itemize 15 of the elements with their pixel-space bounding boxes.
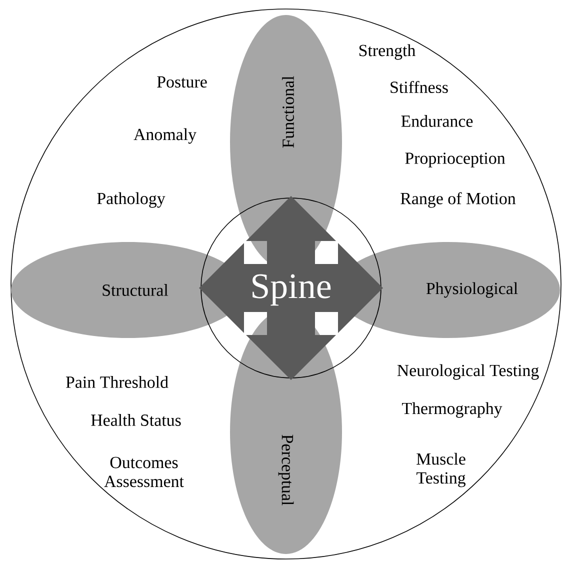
label-text: Pathology xyxy=(97,192,166,208)
label-text: Health Status xyxy=(91,414,181,426)
label-text: Strength xyxy=(359,44,416,60)
label-text: Thermography xyxy=(402,402,502,418)
label-text: Posture xyxy=(157,76,207,88)
label-text: Neurological Testing xyxy=(397,364,539,380)
label-text: Proprioception xyxy=(405,152,506,168)
outer-circle xyxy=(10,8,562,560)
label-text: Outcomes Assessment xyxy=(104,456,184,488)
label-text: Pain Threshold xyxy=(66,376,168,388)
label-text: Anomaly xyxy=(134,128,196,144)
label-text: Stiffness xyxy=(390,80,448,94)
label-text: Endurance xyxy=(401,115,473,127)
label-text: Muscle Testing xyxy=(416,452,466,488)
label-text: Range of Motion xyxy=(400,192,516,208)
